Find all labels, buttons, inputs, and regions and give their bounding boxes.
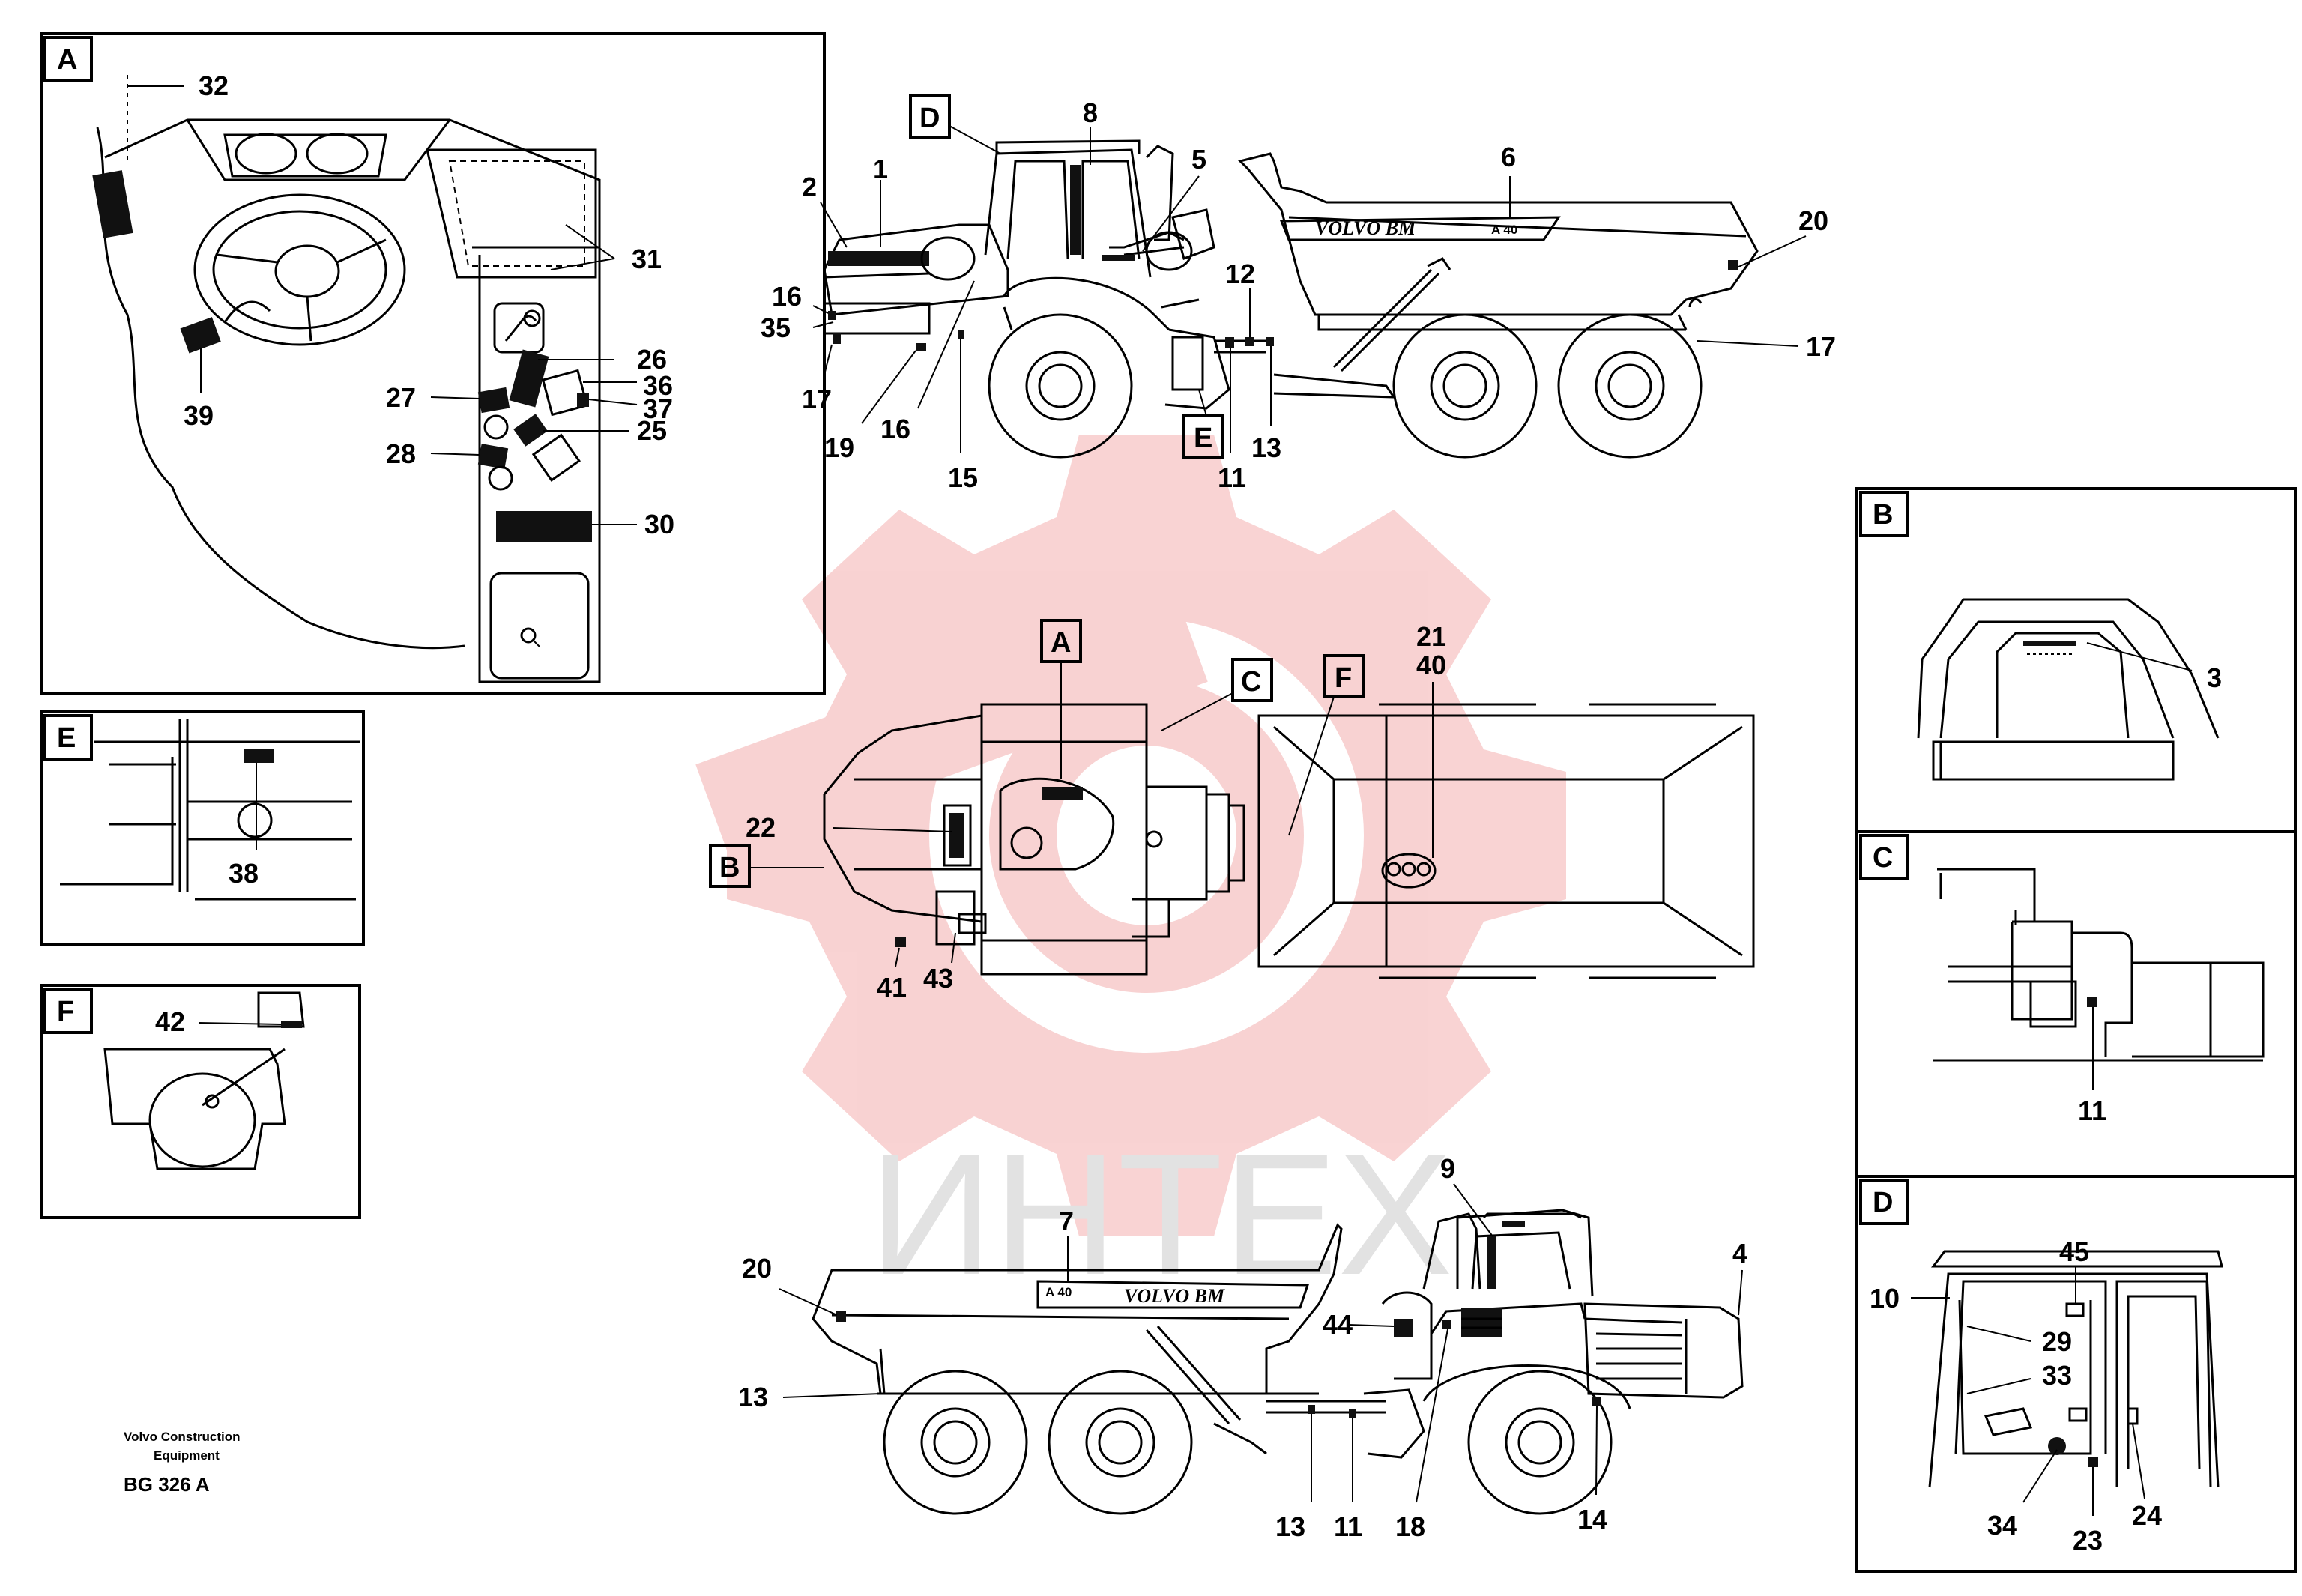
label-11-top: 11	[1218, 462, 1246, 493]
panel-b: B 3	[1855, 487, 2297, 833]
label-42: 42	[155, 1006, 185, 1037]
label-26: 26	[637, 344, 667, 375]
label-22: 22	[746, 812, 776, 843]
dump-body-model-text: A 40	[1491, 223, 1517, 237]
truck-side-view-right: VOLVO BM A 40	[738, 1153, 1747, 1542]
label-33: 33	[2042, 1360, 2072, 1391]
callout-d: D	[919, 103, 940, 134]
label-1: 1	[873, 154, 888, 184]
label-17-right: 17	[1806, 331, 1836, 362]
label-45: 45	[2059, 1236, 2089, 1267]
label-11-bottom: 11	[1334, 1511, 1362, 1542]
label-27: 27	[386, 382, 416, 413]
label-13-bottom-left: 13	[738, 1382, 768, 1412]
dump-body-brand-text-2: VOLVO BM	[1124, 1285, 1225, 1307]
label-37: 37	[643, 393, 673, 424]
label-2: 2	[802, 172, 817, 202]
panel-f: F 42	[40, 984, 361, 1219]
label-5: 5	[1191, 144, 1206, 175]
watermark-gear-logo	[695, 435, 1566, 1236]
callout-b: B	[719, 852, 740, 883]
label-13-bottom: 13	[1275, 1511, 1305, 1542]
label-28: 28	[386, 438, 416, 469]
label-14: 14	[1577, 1504, 1607, 1535]
label-31: 31	[632, 244, 662, 274]
panel-a-label: A	[57, 44, 77, 76]
label-32: 32	[199, 70, 229, 101]
label-11-c: 11	[2078, 1095, 2106, 1126]
label-21: 21	[1416, 621, 1446, 652]
label-13-top: 13	[1251, 432, 1281, 463]
panel-e: E 38	[40, 710, 365, 946]
label-38: 38	[229, 858, 259, 889]
label-41: 41	[877, 972, 907, 1003]
callout-e: E	[1194, 423, 1212, 454]
label-35: 35	[761, 312, 791, 343]
label-16-lower: 16	[880, 414, 910, 444]
label-8: 8	[1083, 97, 1098, 128]
label-29: 29	[2042, 1326, 2072, 1357]
label-44: 44	[1323, 1309, 1353, 1340]
label-40: 40	[1416, 650, 1446, 680]
label-7: 7	[1059, 1206, 1074, 1236]
label-12: 12	[1225, 259, 1255, 289]
label-24: 24	[2132, 1500, 2162, 1531]
label-25: 25	[637, 415, 667, 446]
watermark-text: ИНТЕХ	[869, 1118, 1453, 1311]
footer: Volvo Construction Equipment BG 326 A	[124, 1430, 241, 1496]
dump-body-brand-text: VOLVO BM	[1315, 217, 1416, 239]
label-6: 6	[1501, 142, 1516, 172]
label-30: 30	[644, 509, 674, 539]
panel-b-label: B	[1873, 499, 1893, 531]
callout-c: C	[1241, 666, 1261, 698]
panel-d: D 45 10 29 33 34 23 24	[1855, 1175, 2297, 1573]
label-4: 4	[1732, 1238, 1747, 1269]
label-23: 23	[2073, 1525, 2103, 1556]
panel-e-label: E	[57, 722, 76, 754]
label-10: 10	[1870, 1283, 1900, 1314]
label-36: 36	[643, 370, 673, 401]
footer-drawing-code: BG 326 A	[124, 1473, 210, 1496]
label-20-top: 20	[1798, 205, 1828, 236]
panel-d-label: D	[1873, 1187, 1893, 1218]
label-3: 3	[2207, 662, 2222, 693]
panel-c-label: C	[1873, 842, 1893, 874]
label-39: 39	[184, 400, 214, 431]
callout-a: A	[1051, 627, 1071, 659]
truck-side-view-left: VOLVO BM A 40 D E 8 1	[761, 94, 1836, 493]
label-20-bottom: 20	[742, 1253, 772, 1284]
callout-f: F	[1335, 662, 1352, 694]
footer-company-line2: Equipment	[154, 1448, 220, 1463]
label-34: 34	[1987, 1510, 2017, 1541]
panel-a: A 32 31 39	[40, 32, 826, 695]
label-16-upper: 16	[772, 281, 802, 312]
label-18: 18	[1395, 1511, 1425, 1542]
label-15: 15	[948, 462, 978, 493]
dump-body-model-text-2: A 40	[1045, 1285, 1072, 1299]
panel-f-label: F	[57, 996, 74, 1027]
label-9: 9	[1440, 1153, 1455, 1184]
panel-c: C 11	[1855, 830, 2297, 1178]
label-19: 19	[824, 432, 854, 463]
label-43: 43	[923, 963, 953, 994]
footer-company-line1: Volvo Construction	[124, 1430, 241, 1444]
truck-top-view: A C F B 22 21 40 41 43	[709, 619, 1755, 1003]
label-17-left: 17	[802, 384, 832, 414]
